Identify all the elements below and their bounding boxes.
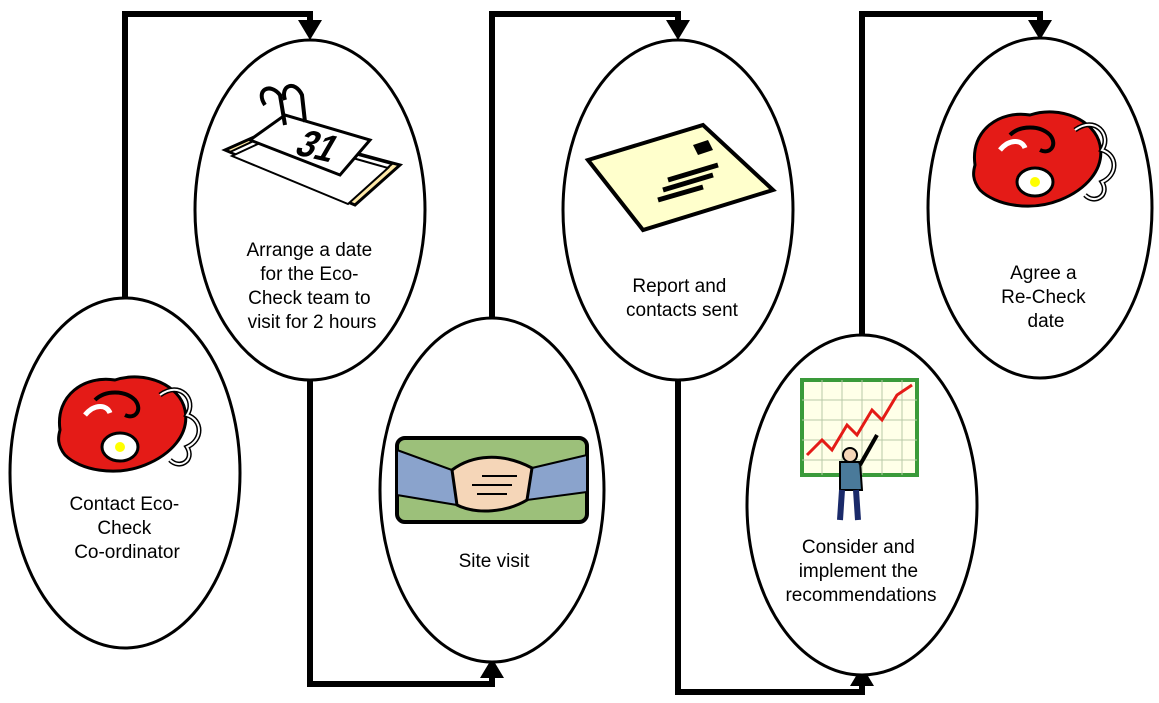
- label-line: date: [1028, 311, 1065, 332]
- label-line: contacts sent: [626, 300, 739, 321]
- step-visit-label: Site visit: [459, 551, 530, 572]
- label-line: Site visit: [459, 551, 530, 572]
- label-line: Check: [97, 518, 151, 539]
- step-contact-ellipse: [10, 298, 240, 648]
- label-line: Co-ordinator: [74, 542, 180, 563]
- label-line: for the Eco-: [260, 264, 358, 285]
- label-line: Agree a: [1010, 263, 1077, 284]
- label-line: Check team to: [248, 288, 371, 309]
- label-line: visit for 2 hours: [248, 312, 377, 333]
- label-line: Contact Eco-: [69, 494, 179, 515]
- label-line: recommendations: [785, 585, 936, 606]
- label-line: implement the: [799, 561, 918, 582]
- step-consider-label: Consider and implement the recommendatio…: [785, 537, 936, 606]
- arrowhead-down-arrange: [298, 20, 322, 40]
- label-line: Report and: [632, 276, 726, 297]
- label-line: Consider and: [802, 537, 915, 558]
- label-line: Arrange a date: [247, 240, 373, 261]
- label-line: Re-Check: [1001, 287, 1086, 308]
- handshake-icon: [397, 438, 587, 522]
- arrowhead-down-report: [666, 20, 690, 40]
